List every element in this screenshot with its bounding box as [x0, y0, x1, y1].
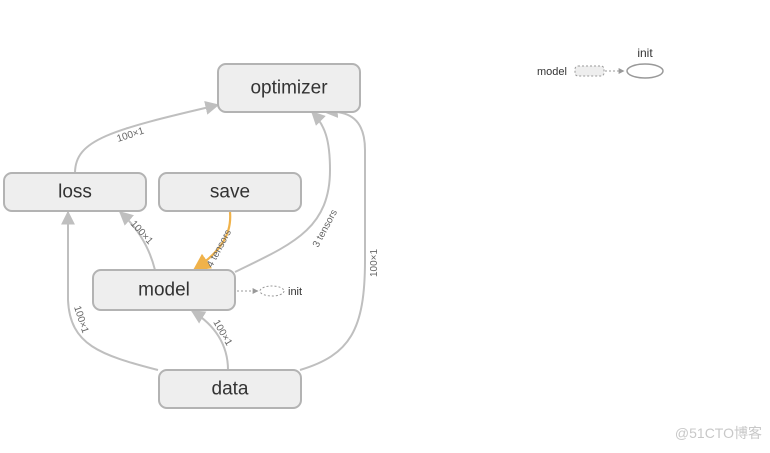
node-data-label: data	[212, 379, 249, 400]
legend-group: model init	[537, 46, 664, 79]
node-optimizer[interactable]: optimizer	[217, 63, 361, 113]
edge-data-to-model	[190, 310, 229, 371]
node-loss-label: loss	[58, 182, 92, 203]
init-node-small[interactable]	[259, 285, 285, 297]
node-model-label: model	[138, 280, 190, 301]
edge-data-to-optimizer	[299, 104, 366, 371]
node-optimizer-label: optimizer	[250, 78, 328, 99]
legend-init-node[interactable]	[626, 63, 664, 79]
edge-loss-to-optimizer	[74, 101, 220, 174]
edge-label-model-optimizer: 3 tensors	[311, 208, 340, 249]
edge-model-to-optimizer	[234, 111, 332, 273]
node-save[interactable]: save	[158, 172, 302, 212]
edge-model-to-loss	[118, 211, 156, 271]
legend-model-label: model	[537, 66, 567, 78]
edge-label-data-model: 100×1	[210, 318, 234, 348]
edge-label-save-model: 4 tensors	[205, 228, 234, 269]
node-model[interactable]: model	[92, 269, 236, 311]
edge-label-loss-optimizer: 100×1	[116, 126, 147, 145]
init-label-small: init	[288, 286, 302, 298]
edge-data-to-loss	[61, 210, 159, 371]
node-data[interactable]: data	[158, 369, 302, 409]
edge-label-data-optimizer: 100×1	[369, 248, 380, 277]
legend-init-label: init	[637, 46, 653, 60]
edge-label-data-loss: 100×1	[71, 305, 90, 336]
edge-save-to-model	[192, 211, 232, 272]
edge-label-model-loss: 100×1	[128, 219, 155, 248]
node-loss[interactable]: loss	[3, 172, 147, 212]
watermark: @51CTO博客	[674, 425, 762, 441]
legend-model-node[interactable]	[574, 65, 605, 77]
node-save-label: save	[210, 182, 250, 203]
